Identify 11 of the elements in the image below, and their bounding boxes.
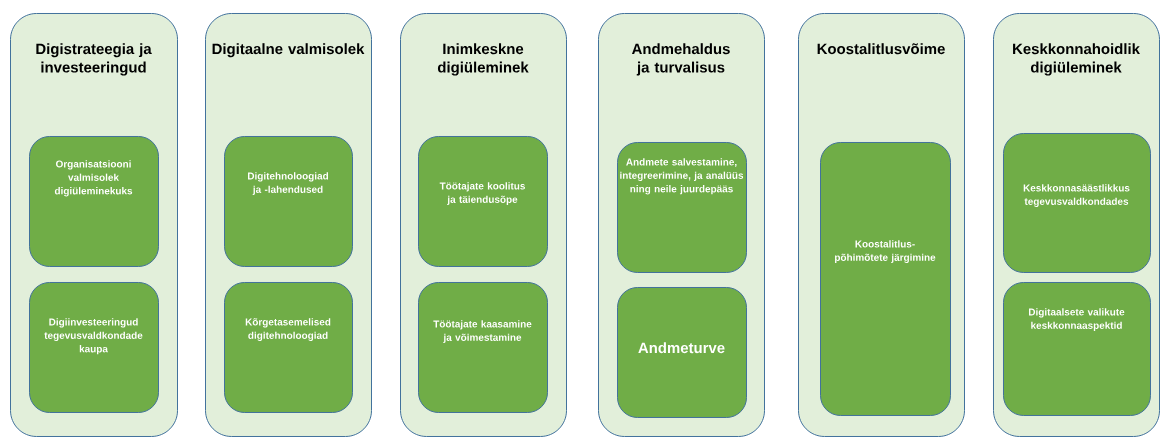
- topic-box: Digiinvesteeringud tegevusvaldkondade kaupa: [29, 282, 159, 413]
- topic-box: Kõrgetasemelised digitehnoloogiad: [224, 282, 353, 413]
- topic-box: Organisatsiooni valmisolek digiüleminekuks: [29, 136, 159, 267]
- topic-box: Töötajate kaasamine ja võimestamine: [418, 282, 548, 413]
- topic-box: Andmete salvestamine, integreerimine, ja analüüs ning neile juurdepääs: [617, 142, 747, 273]
- topic-box: Digitehnoloogiad ja -lahendused: [224, 136, 353, 267]
- topic-box: Andmeturve: [617, 287, 747, 418]
- topic-box: Koostalitlus-põhimõtete järgimine: [820, 142, 951, 416]
- topic-box: Töötajate koolitus ja täiendusõpe: [418, 136, 548, 267]
- topic-box: Digitaalsete valikute keskkonnaaspektid: [1003, 282, 1151, 416]
- topic-box: Keskkonnasäästlikkus tegevusvaldkondades: [1003, 133, 1151, 273]
